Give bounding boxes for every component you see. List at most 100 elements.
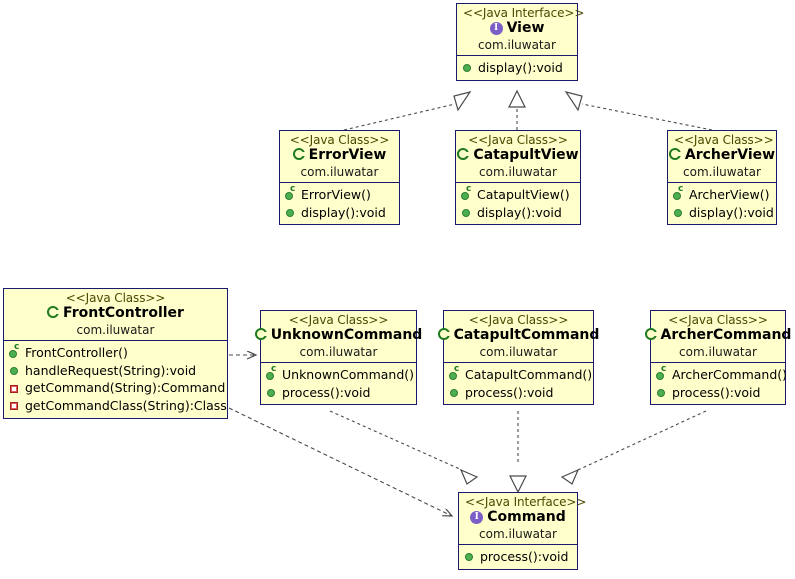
node-catapultview[interactable]: <<Java Class>> CatapultView com.iluwatar… (455, 130, 581, 226)
member-label: CatapultCommand() (465, 366, 593, 382)
node-view[interactable]: <<Java Interface>> View com.iluwatar dis… (456, 3, 585, 81)
node-catapultview-stereotype: <<Java Class>> (468, 133, 568, 147)
member-label: ArcherCommand() (672, 366, 788, 382)
class-icon (437, 328, 452, 342)
private-method-icon (9, 382, 22, 395)
node-catapultview-name: CatapultView (473, 147, 579, 164)
node-catapultcommand-name: CatapultCommand (453, 327, 600, 344)
node-command-stereotype: <<Java Interface>> (465, 495, 587, 509)
edge-archerview-implements-view (564, 91, 713, 131)
node-view-header: <<Java Interface>> View com.iluwatar (457, 4, 585, 55)
node-frontcontroller[interactable]: <<Java Class>> FrontController com.iluwa… (3, 288, 228, 419)
edge-catapultview-implements-view (508, 89, 526, 130)
node-view-name-row: View (463, 20, 571, 37)
public-method-icon (285, 206, 298, 219)
node-errorview[interactable]: <<Java Class>> ErrorView com.iluwatar Er… (279, 130, 400, 226)
member-row: handleRequest(String):void (9, 362, 223, 380)
class-icon (47, 306, 61, 320)
member-row: process():void (266, 384, 412, 402)
constructor-icon (656, 365, 669, 381)
node-errorview-stereotype: <<Java Class>> (289, 133, 390, 147)
public-method-icon (656, 386, 669, 399)
node-view-stereotype: <<Java Interface>> (463, 6, 585, 20)
edge-frontcontroller-uses-command (228, 407, 452, 516)
node-archercommand[interactable]: <<Java Class>> ArcherCommand com.iluwata… (644, 310, 791, 406)
node-catapultview-members: CatapultView() display():void (456, 183, 580, 225)
node-catapultcommand-members: CatapultCommand() process():void (444, 363, 593, 405)
member-row: process():void (656, 384, 781, 402)
member-label: handleRequest(String):void (25, 362, 197, 378)
edge-catapultcommand-implements-command (509, 411, 527, 494)
edge-unknowncommand-implements-command (329, 410, 479, 485)
node-frontcontroller-members: FrontController() handleRequest(String):… (4, 341, 227, 418)
class-icon (457, 148, 471, 162)
member-label: display():void (689, 204, 774, 220)
member-row: display():void (461, 204, 576, 222)
constructor-icon (9, 343, 22, 359)
public-method-icon (462, 61, 475, 74)
member-label: ArcherView() (689, 186, 770, 202)
interface-icon (489, 21, 505, 36)
member-label: ErrorView() (301, 186, 371, 202)
node-unknowncommand-members: UnknownCommand() process():void (261, 363, 416, 405)
member-row: getCommandClass(String):Class (9, 397, 227, 415)
node-archerview[interactable]: <<Java Class>> ArcherView com.iluwatar A… (667, 130, 777, 226)
class-icon (292, 148, 307, 162)
node-catapultview-header: <<Java Class>> CatapultView com.iluwatar (456, 131, 580, 182)
member-label: display():void (301, 204, 386, 220)
node-catapultview-package: com.iluwatar (479, 164, 557, 179)
node-archercommand-name: ArcherCommand (660, 327, 792, 344)
node-frontcontroller-name-row: FrontController (10, 305, 221, 322)
node-archercommand-name-row: ArcherCommand (644, 327, 791, 344)
node-archerview-name-row: ArcherView (668, 147, 775, 164)
class-icon (644, 328, 659, 342)
node-unknowncommand-package: com.iluwatar (299, 344, 378, 359)
member-row: UnknownCommand() (266, 365, 414, 384)
constructor-icon (461, 185, 474, 201)
node-command[interactable]: <<Java Interface>> Command com.iluwatar … (458, 492, 587, 570)
member-row: process():void (449, 384, 589, 402)
node-command-members: process():void (459, 545, 577, 569)
member-row: CatapultView() (461, 185, 576, 204)
member-label: display():void (478, 59, 563, 75)
edge-archercommand-implements-command (560, 410, 707, 485)
node-catapultcommand[interactable]: <<Java Class>> CatapultCommand com.iluwa… (437, 310, 599, 406)
node-view-members: display():void (457, 56, 577, 80)
divider (457, 54, 577, 56)
divider (651, 361, 785, 363)
member-row: process():void (464, 548, 573, 566)
member-row: display():void (462, 59, 573, 77)
node-unknowncommand[interactable]: <<Java Class>> UnknownCommand com.iluwat… (254, 310, 422, 406)
node-errorview-header: <<Java Class>> ErrorView com.iluwatar (280, 131, 399, 182)
divider (668, 181, 776, 183)
divider (456, 181, 580, 183)
constructor-icon (285, 185, 298, 201)
node-archercommand-members: ArcherCommand() process():void (651, 363, 788, 405)
node-unknowncommand-name-row: UnknownCommand (254, 327, 422, 344)
constructor-icon (673, 185, 686, 201)
member-label: process():void (282, 384, 371, 400)
public-method-icon (266, 386, 279, 399)
member-row: getCommand(String):Command (9, 379, 225, 397)
node-archerview-package: com.iluwatar (683, 164, 761, 179)
node-frontcontroller-package: com.iluwatar (76, 322, 155, 337)
node-command-package: com.iluwatar (479, 526, 557, 541)
node-unknowncommand-name: UnknownCommand (270, 327, 423, 344)
member-label: getCommandClass(String):Class (25, 398, 227, 414)
divider (280, 181, 399, 183)
node-unknowncommand-header: <<Java Class>> UnknownCommand com.iluwat… (254, 311, 422, 362)
node-archerview-name: ArcherView (684, 147, 776, 164)
member-row: ArcherView() (673, 185, 772, 204)
node-errorview-members: ErrorView() display():void (280, 183, 399, 225)
node-catapultcommand-name-row: CatapultCommand (437, 327, 599, 344)
private-method-icon (9, 399, 22, 412)
node-catapultcommand-header: <<Java Class>> CatapultCommand com.iluwa… (437, 311, 599, 362)
member-row: display():void (285, 204, 395, 222)
class-icon (668, 148, 683, 162)
divider (459, 543, 577, 545)
node-archerview-members: ArcherView() display():void (668, 183, 776, 225)
node-archercommand-header: <<Java Class>> ArcherCommand com.iluwata… (644, 311, 791, 362)
node-archercommand-package: com.iluwatar (679, 344, 757, 359)
node-command-name-row: Command (465, 509, 571, 526)
